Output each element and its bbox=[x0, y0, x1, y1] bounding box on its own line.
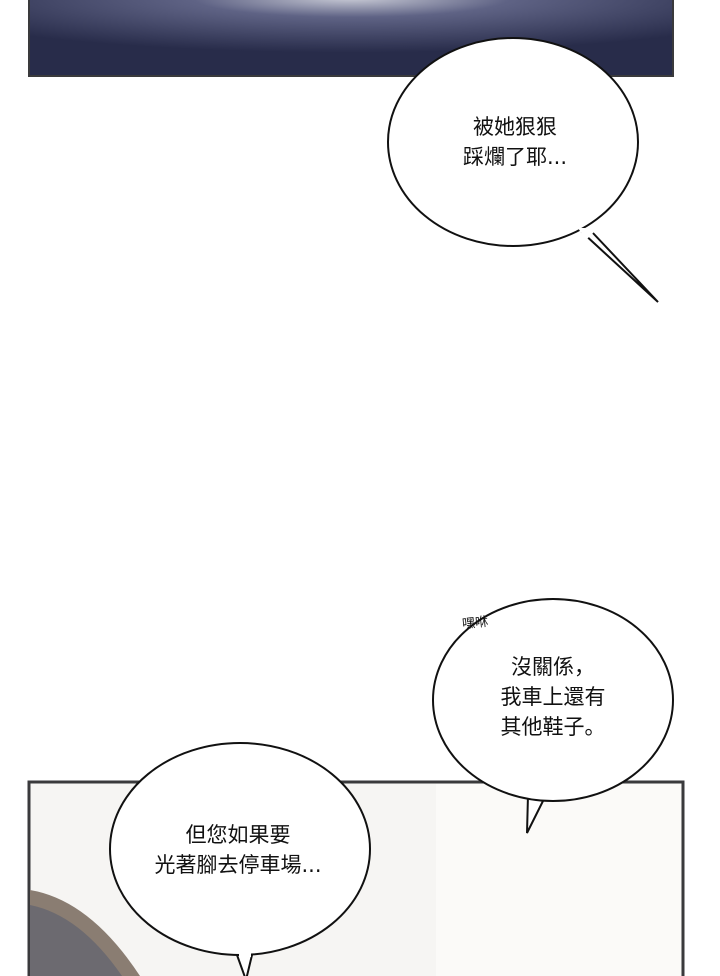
sound-effect: 嘿咻 bbox=[461, 614, 489, 633]
bubble-2-text: 沒關係， 我車上還有 其他鞋子。 bbox=[500, 655, 606, 739]
bubble-3-text: 但您如果要 光著腳去停車場... bbox=[154, 823, 322, 877]
speech-bubble-2 bbox=[432, 598, 674, 834]
bubble-1-text: 被她狠狠 踩爛了耶... bbox=[462, 115, 568, 169]
speech-bubble-3 bbox=[109, 742, 371, 976]
speech-bubble-1 bbox=[387, 37, 659, 303]
